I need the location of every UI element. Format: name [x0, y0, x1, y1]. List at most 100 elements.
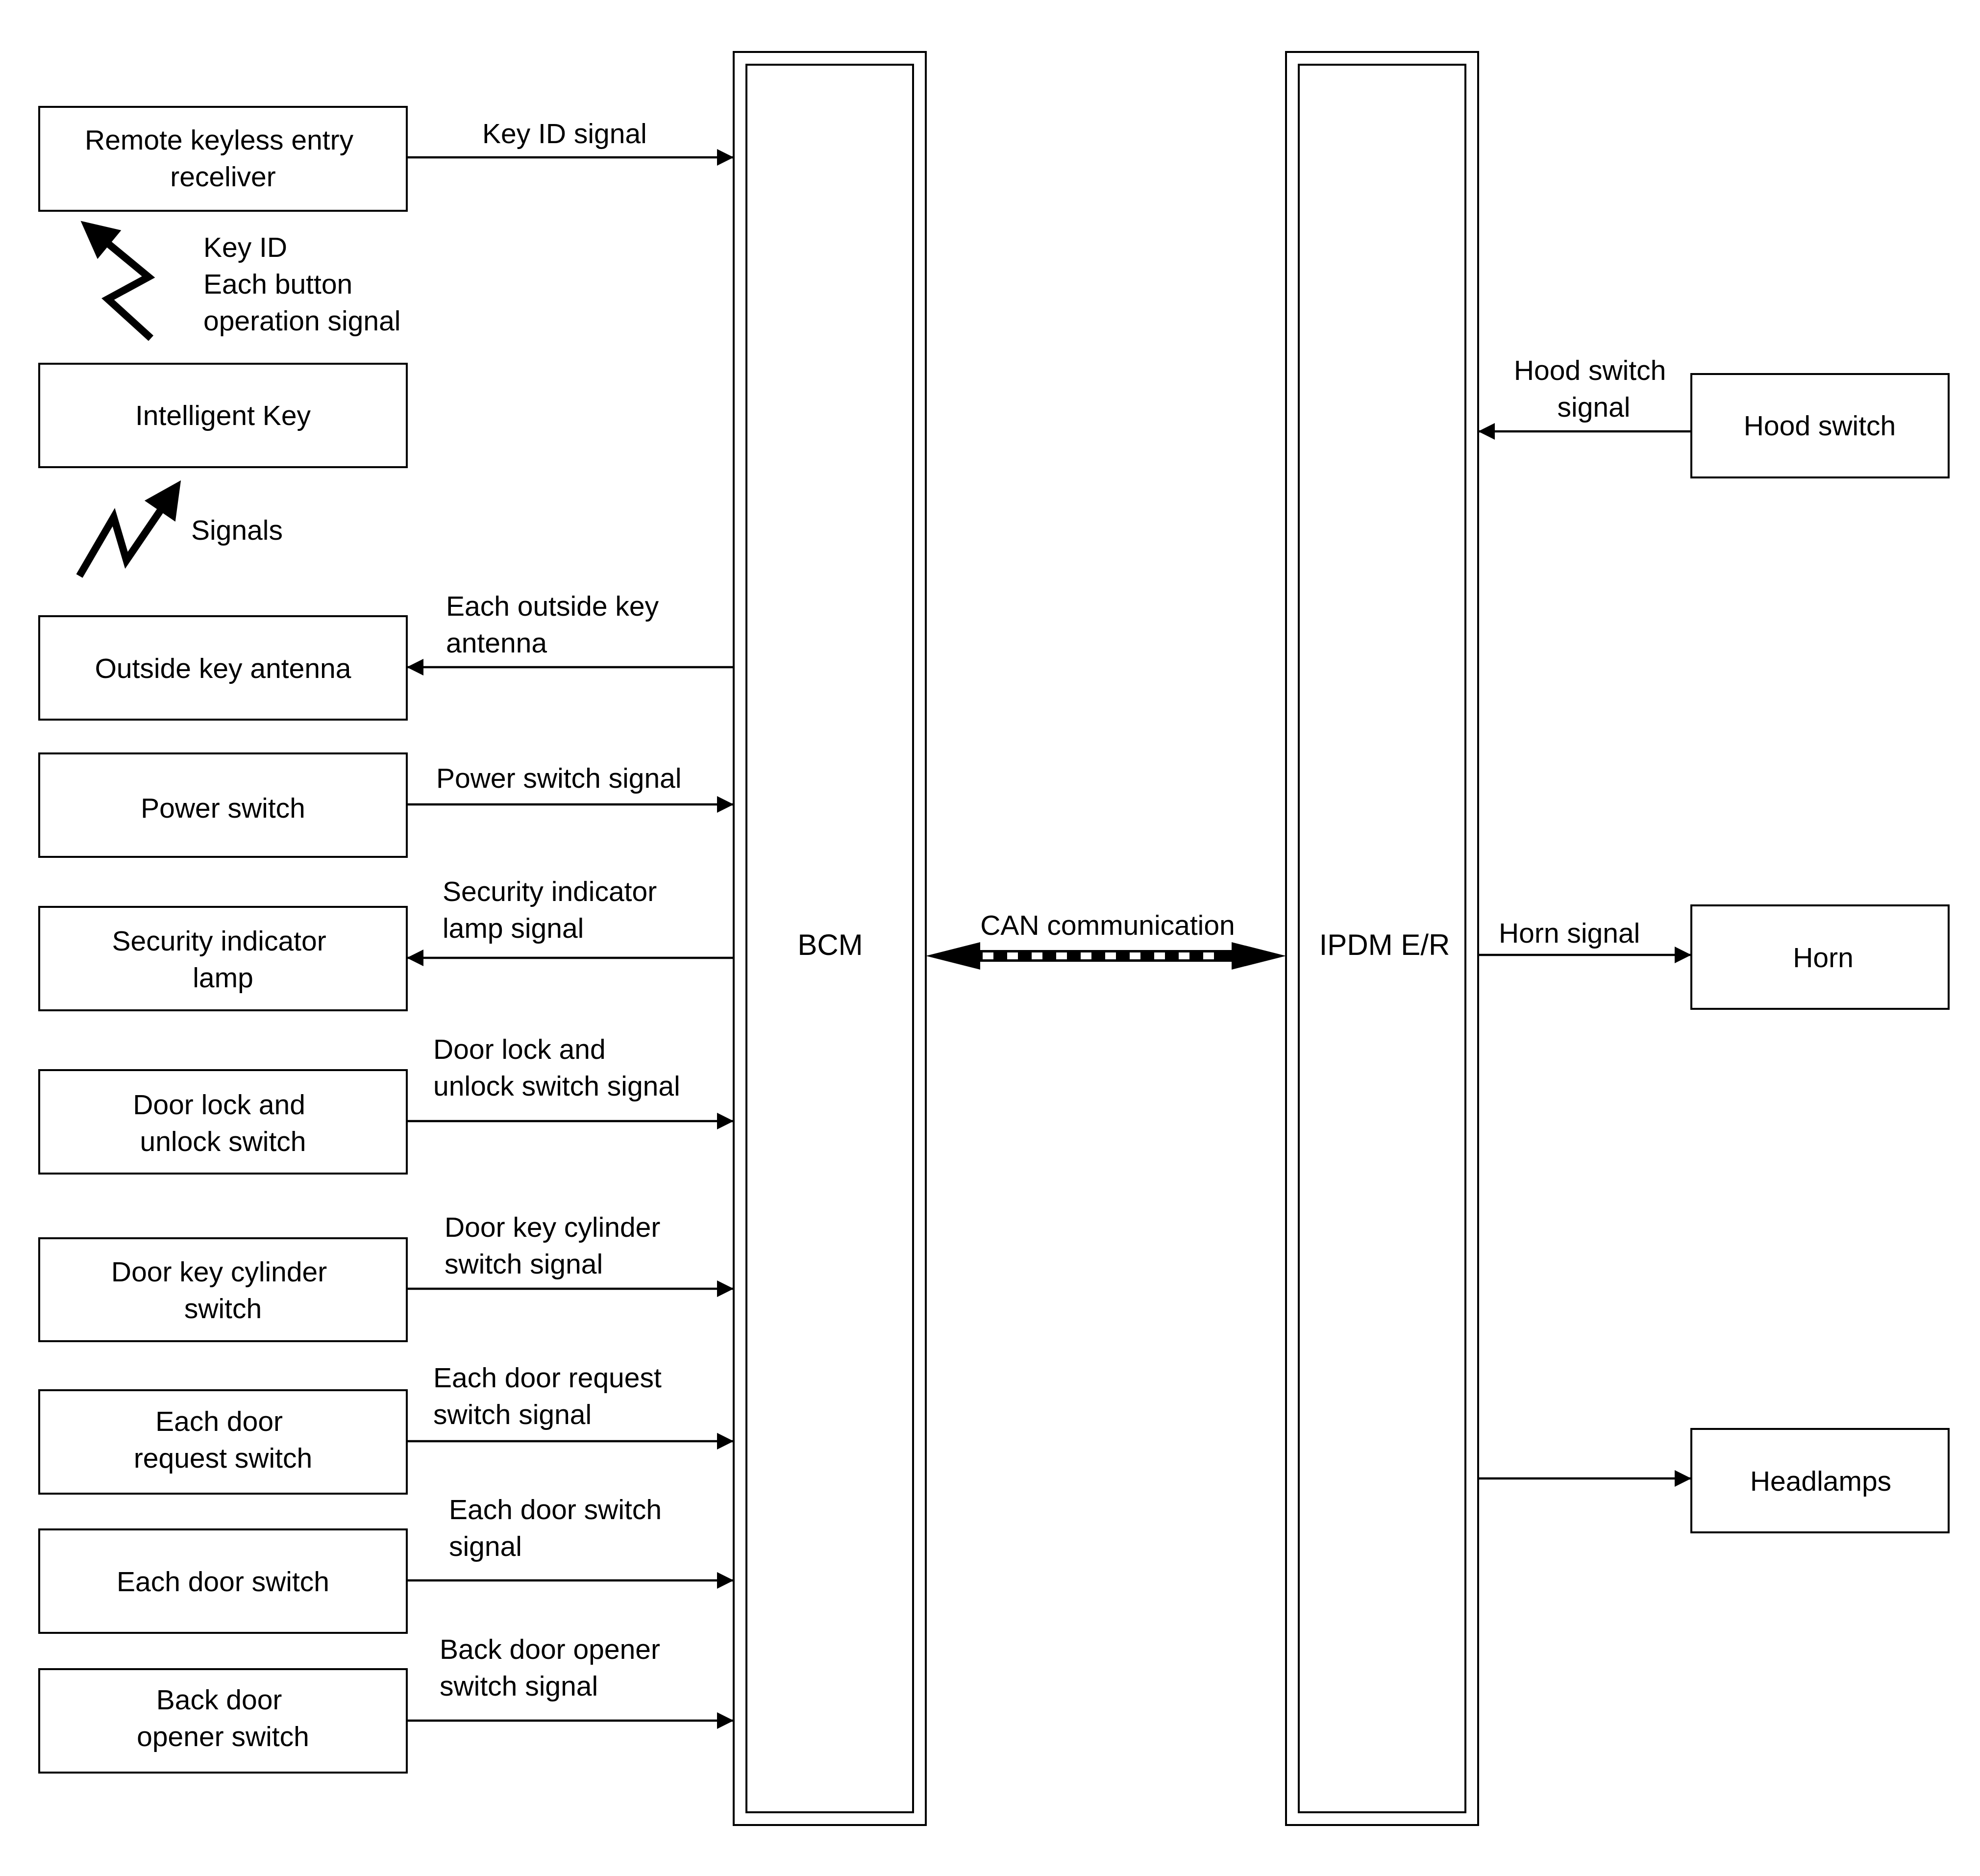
can-bus-dash	[983, 952, 993, 959]
power-switch-label: Power switch	[141, 793, 305, 824]
each-door-switch: Each door switch	[38, 1528, 408, 1634]
hood-switch-signal: Hood switch signal	[1478, 355, 1691, 440]
can-bus-dash	[1081, 952, 1091, 959]
bcm-label: BCM	[797, 928, 863, 961]
can-bus-dash	[1056, 952, 1067, 959]
security-lamp-signal-line-1: Security indicator	[443, 876, 657, 907]
door-lock-switch-line-2: unlock switch	[140, 1126, 306, 1157]
intelligent-key-label: Intelligent Key	[135, 400, 311, 431]
ipdm-module: IPDM E/R	[1285, 51, 1479, 1826]
svg-text:Back door opener switch: Back door opener switch signal	[440, 1634, 668, 1702]
door-request-switch-line-2: request switch	[134, 1443, 312, 1474]
door-lock-unlock-switch: Door lock and unlock switch	[38, 1069, 408, 1175]
outside-key-antenna-signal: Each outside key antenna	[407, 591, 734, 675]
headlamps-label: Headlamps	[1750, 1466, 1891, 1497]
svg-text:Each door request switch: Each door request switch	[134, 1406, 312, 1474]
back-door-switch-line-2: opener switch	[137, 1721, 309, 1752]
svg-text:Security indicator lamp: Security indicator lamp signal	[443, 876, 665, 944]
power-switch-signal-label: Power switch signal	[436, 763, 682, 794]
door-request-signal-line-2: switch signal	[433, 1399, 592, 1430]
bcm-module: BCM	[733, 51, 927, 1826]
key-cylinder-signal-line-2: switch signal	[445, 1249, 603, 1280]
each-door-switch-signal: Each door switch signal	[407, 1494, 734, 1589]
can-arrowhead-left	[926, 942, 980, 970]
can-bus-dash	[1154, 952, 1165, 959]
can-bus-dash	[1032, 952, 1042, 959]
can-bus-dash	[1203, 952, 1214, 959]
horn-label: Horn	[1793, 942, 1854, 974]
door-lock-signal-line-1: Door lock and	[433, 1034, 606, 1065]
door-lock-unlock-switch-signal: Door lock and unlock switch signal	[407, 1034, 734, 1129]
door-request-switch-line-1: Each door	[155, 1406, 283, 1437]
signals-wireless-label: Signals	[191, 515, 283, 546]
remote-receiver-line-2: receliver	[170, 161, 275, 193]
key-cylinder-switch-line-2: switch	[184, 1293, 262, 1325]
svg-text:Door lock and unlock swi: Door lock and unlock switch	[133, 1089, 313, 1157]
each-door-request-switch: Each door request switch	[38, 1389, 408, 1495]
svg-text:Each outside key antenna: Each outside key antenna	[446, 591, 667, 659]
can-bus-dashes	[983, 952, 1214, 959]
svg-text:Door key cylinder switch: Door key cylinder switch signal	[445, 1212, 668, 1280]
svg-text:Key ID Each button: Key ID Each button operation signal	[203, 232, 400, 337]
svg-text:Remote keyless entry rec: Remote keyless entry receliver	[85, 125, 361, 193]
door-request-signal-line-1: Each door request	[433, 1362, 662, 1394]
can-arrowhead-right	[1232, 942, 1286, 970]
antenna-to-key-wireless: Signals	[76, 480, 283, 578]
remote-keyless-entry-receiver: Remote keyless entry receliver	[38, 106, 408, 212]
horn-signal-label: Horn signal	[1499, 918, 1640, 949]
security-indicator-lamp-signal: Security indicator lamp signal	[407, 876, 734, 966]
each-door-request-switch-signal: Each door request switch signal	[407, 1362, 734, 1450]
door-lock-switch-line-1: Door lock and	[133, 1089, 305, 1121]
svg-text:Each door request switch: Each door request switch signal	[433, 1362, 669, 1430]
back-door-signal-line-2: switch signal	[440, 1671, 598, 1702]
wireless-bolt-icon	[80, 221, 155, 341]
outside-antenna-signal-line-1: Each outside key	[446, 591, 659, 622]
back-door-opener-switch: Back door opener switch	[38, 1668, 408, 1774]
svg-text:Hood switch signal: Hood switch signal	[1514, 355, 1674, 423]
back-door-signal-line-1: Back door opener	[440, 1634, 660, 1665]
can-bus: CAN communication	[926, 910, 1286, 970]
headlamps: Headlamps	[1690, 1428, 1950, 1533]
door-switch-label: Each door switch	[117, 1566, 329, 1598]
key-cylinder-switch-line-1: Door key cylinder	[111, 1256, 327, 1288]
hood-switch-label: Hood switch	[1744, 410, 1896, 442]
ipdm-label: IPDM E/R	[1319, 928, 1450, 961]
svg-text:Back door opener switch: Back door opener switch	[137, 1684, 309, 1752]
door-key-cylinder-switch: Door key cylinder switch	[38, 1237, 408, 1342]
can-bus-dash	[1130, 952, 1140, 959]
intelligent-key: Intelligent Key	[38, 363, 408, 468]
key-cylinder-signal-line-1: Door key cylinder	[445, 1212, 660, 1243]
can-bus-dash	[1105, 952, 1116, 959]
power-switch: Power switch	[38, 752, 408, 858]
door-switch-signal-line-1: Each door switch	[449, 1494, 662, 1526]
horn-signal: Horn signal	[1478, 918, 1691, 963]
security-lamp-signal-line-2: lamp signal	[443, 913, 584, 944]
can-bus-dash	[1179, 952, 1189, 959]
key-id-signal-label: Key ID signal	[482, 118, 647, 150]
hood-switch: Hood switch	[1690, 373, 1950, 478]
can-label: CAN communication	[980, 910, 1235, 941]
hood-signal-line-2: signal	[1558, 392, 1631, 423]
power-switch-signal: Power switch signal	[407, 763, 734, 813]
security-lamp-line-1: Security indicator	[112, 925, 326, 957]
outside-key-antenna: Outside key antenna	[38, 615, 408, 721]
door-key-cylinder-switch-signal: Door key cylinder switch signal	[407, 1212, 734, 1297]
svg-text:Door lock and unlock swi: Door lock and unlock switch signal	[433, 1034, 680, 1102]
remote-receiver-line-1: Remote keyless entry	[85, 125, 354, 156]
back-door-switch-line-1: Back door	[156, 1684, 282, 1716]
svg-text:Door key cylinder switch: Door key cylinder switch	[111, 1256, 335, 1325]
door-lock-signal-line-2: unlock switch signal	[433, 1071, 680, 1102]
can-bus-dash	[1007, 952, 1018, 959]
key-id-wireless-line-2: Each button	[203, 269, 352, 300]
horn: Horn	[1690, 904, 1950, 1010]
security-lamp-line-2: lamp	[193, 962, 253, 994]
security-indicator-lamp: Security indicator lamp	[38, 906, 408, 1011]
svg-text:Security indicator lamp: Security indicator lamp	[112, 925, 334, 994]
key-id-wireless-line-3: operation signal	[203, 305, 400, 337]
door-switch-signal-line-2: signal	[449, 1531, 522, 1562]
outside-antenna-label: Outside key antenna	[95, 653, 351, 684]
wireless-bolt-icon	[76, 480, 181, 578]
key-id-signal: Key ID signal	[407, 118, 734, 166]
back-door-opener-switch-signal: Back door opener switch signal	[407, 1634, 734, 1729]
